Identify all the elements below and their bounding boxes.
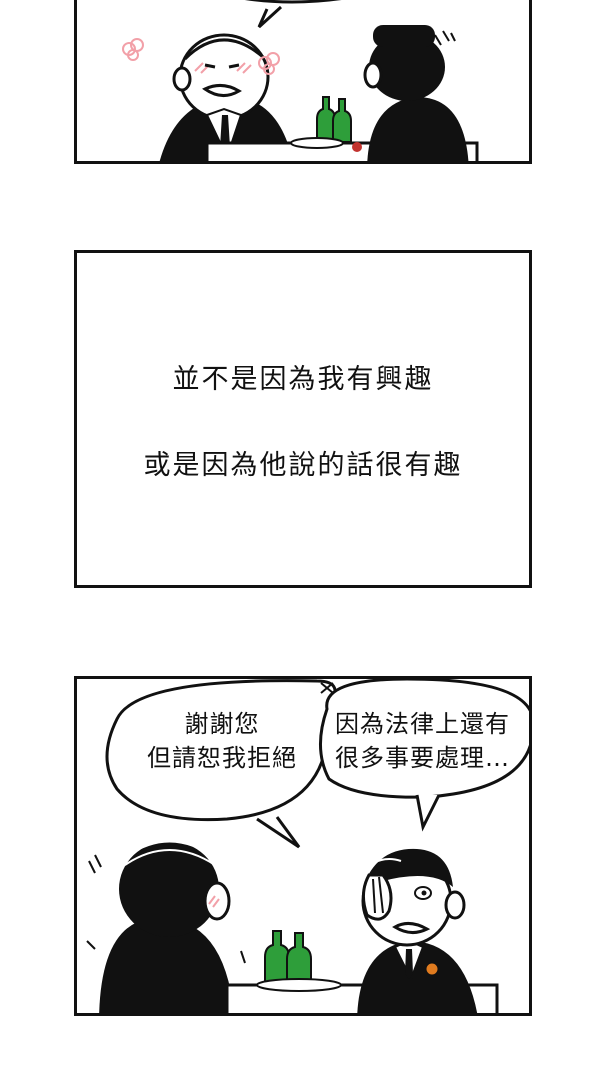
comic-panel-3: 謝謝您 但請恕我拒絕 因為法律上還有 很多事要處理… — [74, 676, 532, 1016]
panel-3-illustration — [86, 679, 529, 1013]
narration-line-2: 或是因為他說的話很有趣 — [143, 450, 463, 481]
panel-1-illustration — [122, 0, 479, 161]
speech-bubble-left-text: 謝謝您 但請恕我拒絕 — [137, 707, 307, 775]
comic-panel-1 — [74, 0, 532, 164]
narration-line-1: 並不是因為我有興趣 — [172, 364, 434, 395]
speech-bubble-right-text: 因為法律上還有 很多事要處理… — [335, 707, 529, 775]
speech-right-line-2: 很多事要處理… — [335, 744, 510, 772]
speech-left-line-1: 謝謝您 — [184, 710, 260, 738]
speech-right-line-1: 因為法律上還有 — [335, 710, 510, 738]
speech-left-line-2: 但請恕我拒絕 — [147, 744, 297, 772]
comic-panel-2: 並不是因為我有興趣 或是因為他說的話很有趣 — [74, 250, 532, 588]
